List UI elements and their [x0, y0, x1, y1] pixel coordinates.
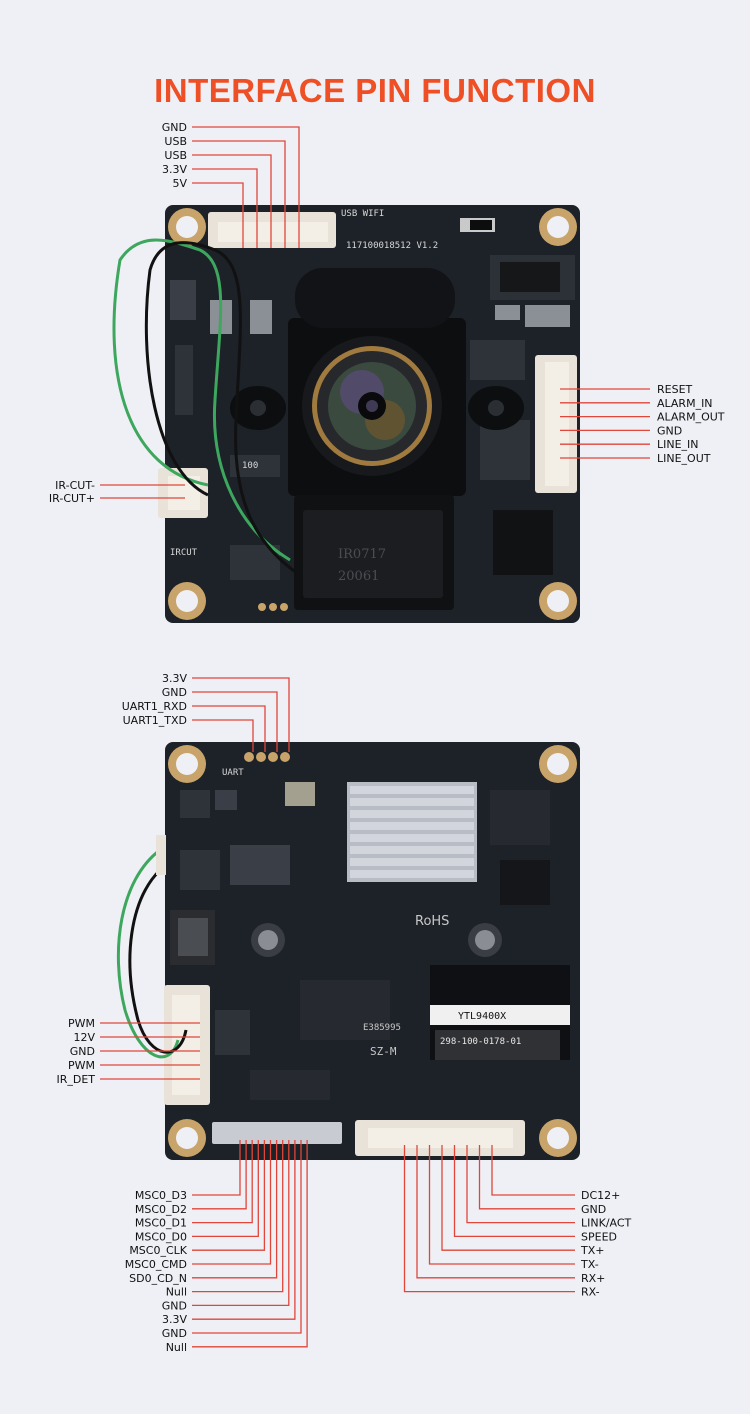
back-bottom-left-pin-label: Null: [166, 1341, 187, 1354]
mounting-hole: [539, 745, 577, 783]
back-bottom-left-pin-line: [192, 1140, 302, 1334]
front-right-pin-label: ALARM_OUT: [657, 411, 725, 424]
back-left-pin-label: PWM: [68, 1059, 95, 1072]
front-right-pin-label: LINE_IN: [657, 438, 699, 451]
back-top-pin-line: [192, 705, 266, 752]
back-top-pin-label: UART1_RXD: [122, 700, 187, 713]
front-usb-wifi-silk: USB WIFI: [341, 209, 384, 219]
back-bottom-left-pin-line: [192, 1140, 272, 1265]
back-bottom-left-pin-label: MSC0_D1: [135, 1217, 187, 1230]
front-top-pin-line: [192, 182, 244, 248]
back-board: UART RoHS SZ-M E385995 YTL9400X 298-100-…: [116, 742, 580, 1160]
back-bottom-left-pin-label: MSC0_D2: [135, 1203, 187, 1216]
front-top-pin-label: GND: [162, 121, 187, 134]
front-right-pin-label: ALARM_IN: [657, 397, 713, 410]
back-bottom-right-pin-label: RX+: [581, 1272, 605, 1285]
front-left-pin-label: IR-CUT-: [55, 479, 95, 492]
back-bottom-right-pin-line: [403, 1145, 575, 1293]
back-top-pin-line: [192, 691, 278, 752]
back-bottom-right-pin-line: [416, 1145, 575, 1279]
back-left-pin-label: PWM: [68, 1017, 95, 1030]
back-top-pin-line: [192, 719, 254, 752]
back-bottom-left-pin-line: [192, 1140, 308, 1348]
front-ircut-silk: IRCUT: [170, 548, 198, 558]
back-bottom-left-pin-label: GND: [162, 1327, 187, 1340]
back-bottom-left-pin-label: MSC0_CMD: [125, 1258, 187, 1271]
front-top-pin-line: [192, 168, 258, 248]
back-bottom-left-pin-line: [192, 1140, 241, 1196]
back-uart-silk: UART: [222, 768, 244, 778]
back-top-pin-label: 3.3V: [162, 672, 187, 685]
back-bottom-right-pin-line: [478, 1145, 575, 1210]
front-top-pin-label: USB: [164, 149, 187, 162]
back-bottom-left-pin-label: MSC0_D3: [135, 1189, 187, 1202]
front-part-number-silk: 117100018512 V1.2: [346, 241, 438, 251]
back-bottom-left-pin-label: 3.3V: [162, 1313, 187, 1326]
back-bottom-right-pin-label: TX-: [580, 1258, 599, 1271]
back-top-pin-label: UART1_TXD: [123, 714, 187, 727]
back-bottom-right-pin-line: [466, 1145, 575, 1224]
back-bottom-left-pin-line: [192, 1140, 266, 1251]
mounting-hole: [168, 745, 206, 783]
front-right-pin-label: LINE_OUT: [657, 452, 711, 465]
page-title: INTERFACE PIN FUNCTION: [154, 72, 596, 110]
back-bottom-right-pin-line: [428, 1145, 575, 1265]
back-bottom-left-pin-line: [192, 1140, 278, 1279]
back-bottom-left-pin-line: [192, 1140, 253, 1224]
back-bottom-right-pin-line: [491, 1145, 575, 1196]
back-module-pn-silk: 298-100-0178-01: [440, 1037, 521, 1047]
back-bottom-right-pin-label: SPEED: [581, 1230, 617, 1243]
front-chip-code-silk: IR0717: [338, 547, 386, 562]
front-left-pin-label: IR-CUT+: [49, 492, 95, 505]
back-bottom-left-pin-label: MSC0_D0: [135, 1230, 187, 1243]
back-bottom-left-pin-label: MSC0_CLK: [129, 1244, 187, 1257]
back-bottom-left-pin-line: [192, 1140, 247, 1210]
back-left-pin-label: IR_DET: [56, 1073, 95, 1086]
front-top-pin-label: 3.3V: [162, 163, 187, 176]
mounting-hole: [539, 1119, 577, 1157]
mounting-hole: [539, 582, 577, 620]
back-bottom-left-pin-line: [192, 1140, 259, 1238]
front-top-pin-line: [192, 154, 272, 248]
back-bottom-right-pin-label: LINK/ACT: [581, 1217, 632, 1230]
back-bottom-left-pin-label: SD0_CD_N: [129, 1272, 187, 1285]
back-bottom-left-pin-label: Null: [166, 1286, 187, 1299]
back-bottom-left-pin-label: GND: [162, 1299, 187, 1312]
back-sz-m-silk: SZ-M: [370, 1045, 397, 1058]
back-module-code-silk: YTL9400X: [458, 1011, 506, 1022]
back-bottom-right-pin-line: [441, 1145, 575, 1251]
back-top-pin-label: GND: [162, 686, 187, 699]
front-top-pin-label: USB: [164, 135, 187, 148]
front-top-pin-line: [192, 140, 286, 248]
mounting-hole: [168, 582, 206, 620]
front-res-100-silk: 100: [242, 461, 258, 471]
front-top-pin-label: 5V: [172, 177, 187, 190]
back-bottom-right-pin-label: GND: [581, 1203, 606, 1216]
front-board: USB WIFI 117100018512 V1.2 IRCUT 100 IR0…: [112, 205, 580, 623]
mounting-hole: [539, 208, 577, 246]
back-left-pin-label: 12V: [73, 1031, 95, 1044]
mounting-hole: [168, 1119, 206, 1157]
back-bottom-right-pin-line: [453, 1145, 575, 1238]
back-bottom-right-pin-label: DC12+: [581, 1189, 620, 1202]
front-chip-date-silk: 20061: [338, 569, 379, 584]
back-bottom-right-pin-label: RX-: [581, 1286, 600, 1299]
back-bottom-left-pin-line: [192, 1140, 296, 1320]
back-left-pin-label: GND: [70, 1045, 95, 1058]
front-top-pin-line: [192, 126, 300, 248]
back-board-code-silk: E385995: [363, 1023, 401, 1033]
back-bottom-left-pin-line: [192, 1140, 284, 1293]
back-rohs-silk: RoHS: [415, 914, 449, 929]
back-bottom-right-pin-label: TX+: [580, 1244, 604, 1257]
front-right-pin-label: GND: [657, 424, 682, 437]
mounting-hole: [168, 208, 206, 246]
front-right-pin-label: RESET: [657, 383, 693, 396]
pin-callouts: GNDUSBUSB3.3V5VRESETALARM_INALARM_OUTGND…: [49, 121, 725, 1354]
back-bottom-left-pin-line: [192, 1140, 290, 1307]
back-top-pin-line: [192, 677, 290, 752]
